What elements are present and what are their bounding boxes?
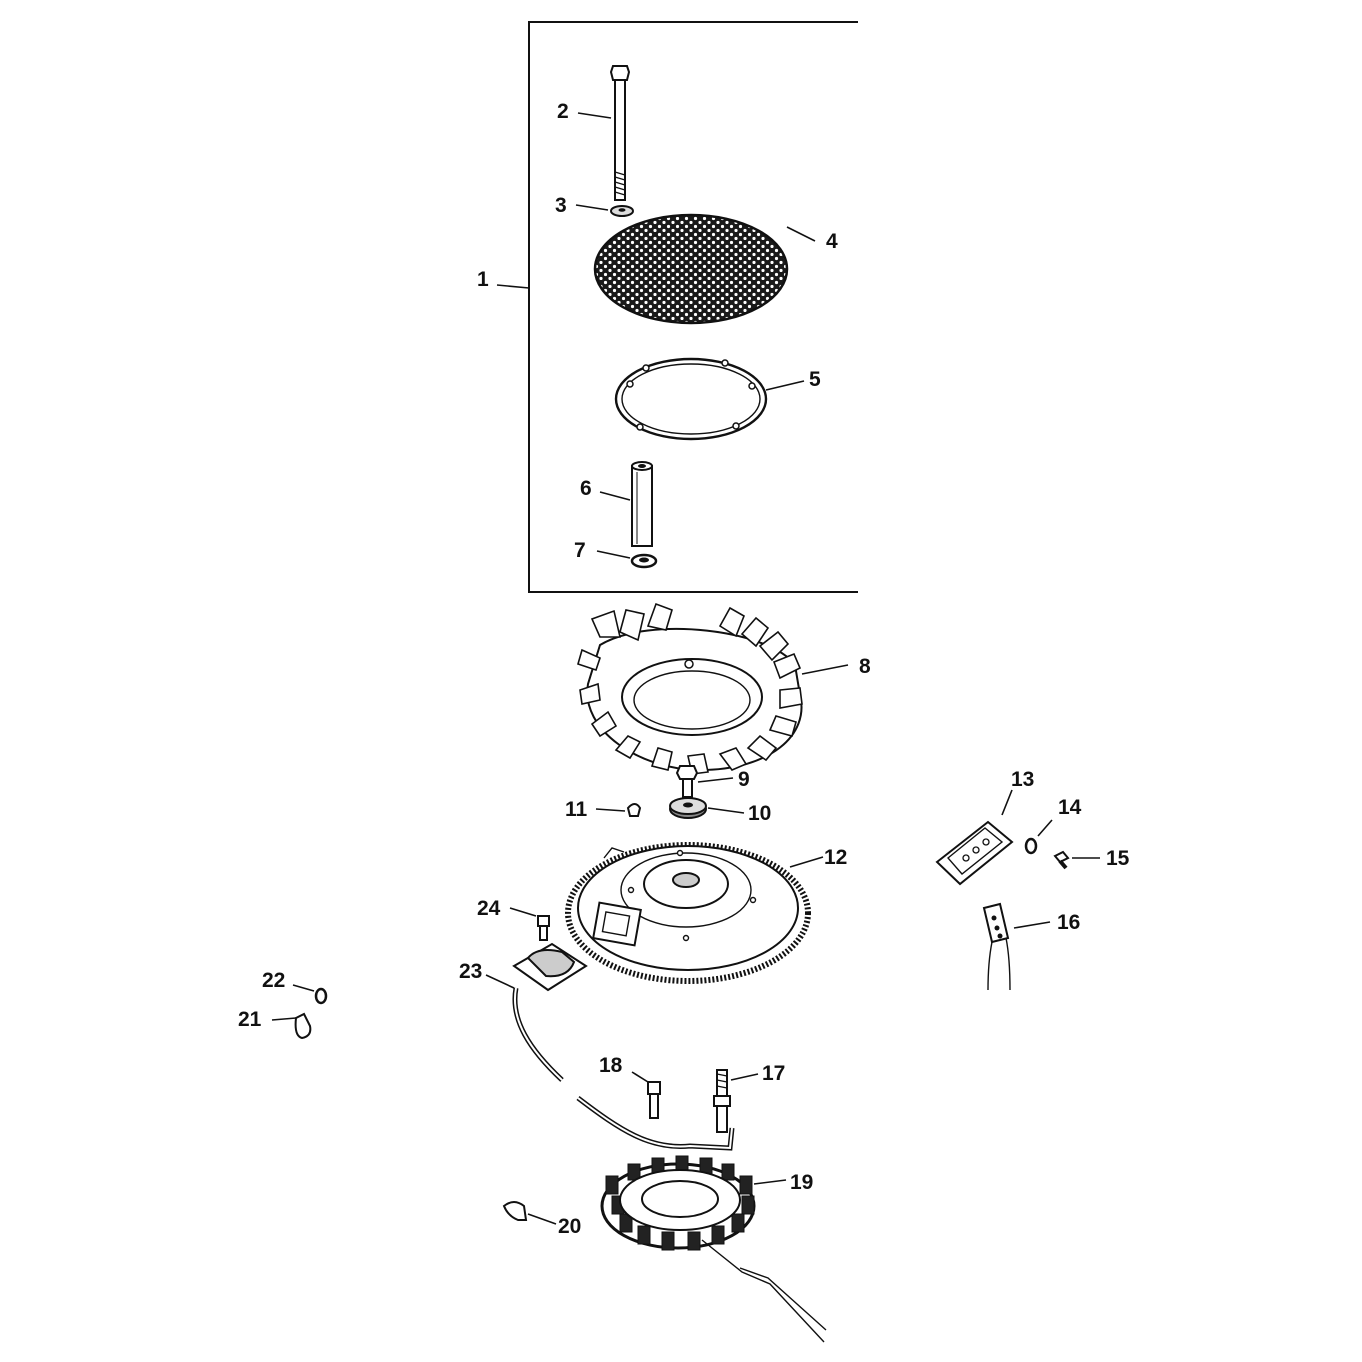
part-clip-nut: [292, 984, 328, 1005]
kit-bracket: [496, 21, 858, 593]
part-small-nut: [1024, 819, 1053, 855]
callout-13: 13: [1011, 768, 1034, 791]
callout-15: 15: [1106, 847, 1130, 870]
part-woodruff-key: [595, 803, 642, 817]
part-mesh-screen: [593, 213, 816, 325]
callout-4: 4: [826, 230, 838, 253]
part-stator-screw: [631, 1071, 661, 1119]
part-wire-connector: [982, 902, 1051, 991]
callout-6: 6: [580, 477, 592, 500]
callout-1: 1: [477, 268, 489, 291]
part-bolt-long: [577, 65, 631, 201]
callout-labels: 1 2 3 4 5 6 7 8 9 10 11 12 13 14 15 16 1…: [238, 100, 1130, 1238]
callout-11: 11: [565, 798, 588, 821]
part-small-screw: [1053, 850, 1100, 870]
callout-19: 19: [790, 1171, 813, 1194]
part-flywheel-bolt: [675, 765, 734, 798]
callout-7: 7: [574, 539, 586, 562]
part-ignition-module: [485, 942, 588, 992]
callout-16: 16: [1057, 911, 1080, 934]
part-flywheel: [565, 842, 824, 984]
part-lock-washer: [596, 550, 658, 569]
part-wire-clip-left: [271, 1012, 312, 1040]
part-rectifier-regulator: [935, 789, 1014, 886]
callout-23: 23: [459, 960, 482, 983]
callout-18: 18: [599, 1054, 623, 1077]
callout-22: 22: [262, 969, 285, 992]
part-flywheel-washer: [669, 797, 745, 819]
callout-21: 21: [238, 1008, 262, 1031]
callout-10: 10: [748, 802, 771, 825]
ignition-wire: [512, 987, 735, 1151]
part-retaining-ring: [614, 357, 805, 441]
part-spacer-tube: [599, 461, 653, 547]
callout-9: 9: [738, 768, 750, 791]
callout-8: 8: [859, 655, 871, 678]
callout-12: 12: [824, 846, 847, 869]
callout-5: 5: [809, 368, 821, 391]
part-cooling-fan: [577, 602, 849, 775]
callout-17: 17: [762, 1062, 785, 1085]
part-module-screw: [509, 907, 550, 941]
part-stator: [600, 1155, 827, 1343]
callout-24: 24: [477, 897, 501, 920]
part-wire-clip-lower: [502, 1201, 557, 1225]
callout-14: 14: [1058, 796, 1082, 819]
part-washer-small: [575, 204, 634, 217]
part-plug-terminal: [713, 1069, 759, 1133]
callout-20: 20: [558, 1215, 581, 1238]
callout-2: 2: [557, 100, 569, 123]
callout-3: 3: [555, 194, 567, 217]
